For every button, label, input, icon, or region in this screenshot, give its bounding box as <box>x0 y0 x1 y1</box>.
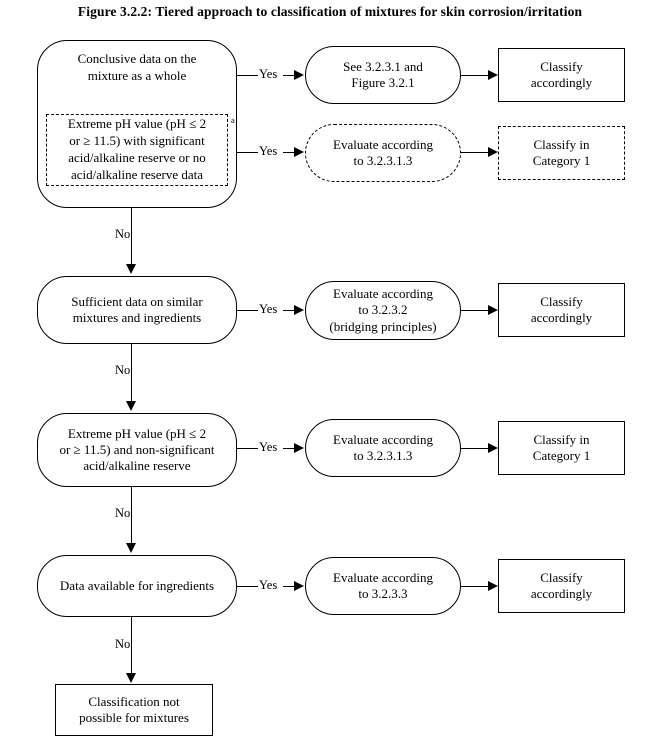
edge-no-2-arrowhead <box>125 401 136 411</box>
edge-yes-3-arrowhead <box>294 304 304 315</box>
process-node-evaluate-3233: Evaluate according to 3.2.3.3 <box>305 557 461 615</box>
edge-label-yes-5: Yes <box>258 578 279 592</box>
edge-r2-mid-to-end-arrowhead <box>488 146 498 157</box>
edge-no-1-arrowhead <box>125 264 136 274</box>
edge-label-no-4: No <box>114 637 132 651</box>
edge-yes-2-arrowhead <box>294 146 304 157</box>
edge-yes-2-line-right <box>283 152 294 153</box>
decision-node-sufficient-data-label: Sufficient data on similar mixtures and … <box>71 293 203 325</box>
edge-label-yes-4: Yes <box>258 440 279 454</box>
edge-yes-3-line-right <box>283 310 294 311</box>
outcome-node-classify-accordingly-1-label: Classify accordingly <box>530 58 593 90</box>
decision-node-data-available-ingredients-label: Data available for ingredients <box>59 577 215 593</box>
process-node-evaluate-32313-dashed-label: Evaluate according to 3.2.3.1.3 <box>333 136 433 168</box>
edge-r3-mid-to-end-line <box>461 310 488 311</box>
outcome-node-classify-accordingly-2: Classify accordingly <box>498 283 625 337</box>
edge-no-2-line <box>131 344 132 401</box>
edge-yes-5-arrowhead <box>294 580 304 591</box>
decision-node-data-available-ingredients: Data available for ingredients <box>37 555 237 617</box>
process-node-evaluate-3233-label: Evaluate according to 3.2.3.3 <box>333 569 433 601</box>
decision-subbox-extreme-ph-significant-label: Extreme pH value (pH ≤ 2 or ≥ 11.5) with… <box>67 116 207 182</box>
edge-r4-mid-to-end-line <box>461 448 488 449</box>
outcome-node-classify-accordingly-3-label: Classify accordingly <box>530 569 593 601</box>
decision-node-sufficient-data: Sufficient data on similar mixtures and … <box>37 276 237 344</box>
edge-yes-1-line-left <box>236 75 258 76</box>
process-node-evaluate-32313-label: Evaluate according to 3.2.3.1.3 <box>333 431 433 463</box>
edge-no-3-arrowhead <box>125 543 136 553</box>
edge-r3-mid-to-end-arrowhead <box>488 304 498 315</box>
process-node-evaluate-3232-bridging-label: Evaluate according to 3.2.3.2 (bridging … <box>329 286 437 334</box>
edge-label-yes-1: Yes <box>258 67 279 81</box>
process-node-see-3231-label: See 3.2.3.1 and Figure 3.2.1 <box>343 58 423 90</box>
decision-subbox-extreme-ph-significant: Extreme pH value (pH ≤ 2 or ≥ 11.5) with… <box>46 114 228 186</box>
edge-label-no-1: No <box>114 227 132 241</box>
edge-yes-4-line-left <box>236 448 258 449</box>
process-node-see-3231: See 3.2.3.1 and Figure 3.2.1 <box>305 46 461 104</box>
edge-yes-4-arrowhead <box>294 442 304 453</box>
figure-title: Figure 3.2.2: Tiered approach to classif… <box>77 4 583 19</box>
edge-yes-5-line-right <box>283 586 294 587</box>
process-node-evaluate-3232-bridging: Evaluate according to 3.2.3.2 (bridging … <box>305 281 461 340</box>
edge-r2-mid-to-end-line <box>461 152 488 153</box>
outcome-node-classify-category-1-label: Classify in Category 1 <box>532 431 591 463</box>
edge-no-3-line <box>131 487 132 543</box>
outcome-node-classify-accordingly-3: Classify accordingly <box>498 559 625 613</box>
edge-r5-mid-to-end-arrowhead <box>488 580 498 591</box>
edge-label-no-2: No <box>114 363 132 377</box>
outcome-node-classification-not-possible-label: Classification not possible for mixtures <box>79 693 189 725</box>
edge-yes-3-line-left <box>236 310 258 311</box>
process-node-evaluate-32313-dashed: Evaluate according to 3.2.3.1.3 <box>305 124 461 182</box>
edge-label-yes-2: Yes <box>258 144 279 158</box>
decision-node-extreme-ph-non-significant-label: Extreme pH value (pH ≤ 2 or ≥ 11.5) and … <box>59 425 215 474</box>
outcome-node-classify-accordingly-1: Classify accordingly <box>498 48 625 102</box>
edge-label-no-3: No <box>114 506 132 520</box>
outcome-node-classification-not-possible: Classification not possible for mixtures <box>55 684 213 736</box>
outcome-node-classify-category-1-dashed-label: Classify in Category 1 <box>532 136 591 168</box>
edge-yes-1-arrowhead <box>294 69 304 80</box>
decision-node-extreme-ph-non-significant: Extreme pH value (pH ≤ 2 or ≥ 11.5) and … <box>37 413 237 487</box>
edge-label-yes-3: Yes <box>258 302 279 316</box>
edge-r1-mid-to-end-arrowhead <box>488 69 498 80</box>
outcome-node-classify-category-1: Classify in Category 1 <box>498 421 625 475</box>
process-node-evaluate-32313: Evaluate according to 3.2.3.1.3 <box>305 419 461 477</box>
edge-yes-2-line-left <box>236 152 258 153</box>
edge-no-4-line <box>131 617 132 673</box>
edge-no-4-arrowhead <box>125 673 136 683</box>
edge-r1-mid-to-end-line <box>461 75 488 76</box>
outcome-node-classify-accordingly-2-label: Classify accordingly <box>530 293 593 325</box>
edge-yes-4-line-right <box>283 448 294 449</box>
outcome-node-classify-category-1-dashed: Classify in Category 1 <box>498 126 625 180</box>
edge-yes-5-line-left <box>236 586 258 587</box>
edge-r5-mid-to-end-line <box>461 586 488 587</box>
decision-node-conclusive-data-label: Conclusive data on the mixture as a whol… <box>77 51 197 83</box>
edge-no-1-line <box>131 208 132 264</box>
footnote-marker-a: a <box>231 115 235 125</box>
edge-yes-1-line-right <box>283 75 294 76</box>
edge-r4-mid-to-end-arrowhead <box>488 442 498 453</box>
